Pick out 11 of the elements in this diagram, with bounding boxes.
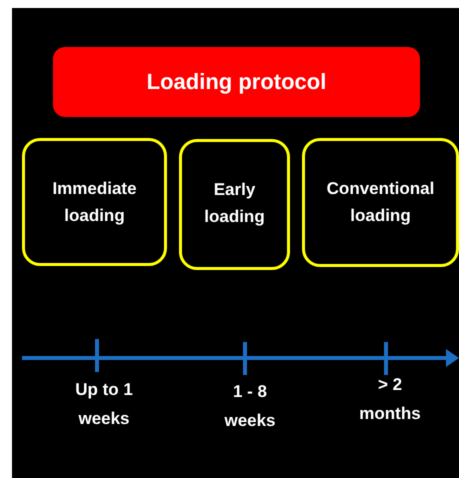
title-box: [53, 47, 420, 117]
title-text: Loading protocol: [146, 68, 326, 96]
timeline-label: > 2 months: [358, 374, 422, 425]
timeline-label: Up to 1 weeks: [74, 379, 134, 430]
category-box: [179, 139, 290, 270]
category-box: [302, 138, 459, 267]
timeline-label: 1 - 8 weeks: [223, 381, 277, 432]
category-label: Immediate loading: [51, 178, 138, 228]
category-box: [22, 138, 167, 266]
category-label: Early loading: [203, 179, 266, 228]
category-label: Conventional loading: [326, 178, 436, 228]
